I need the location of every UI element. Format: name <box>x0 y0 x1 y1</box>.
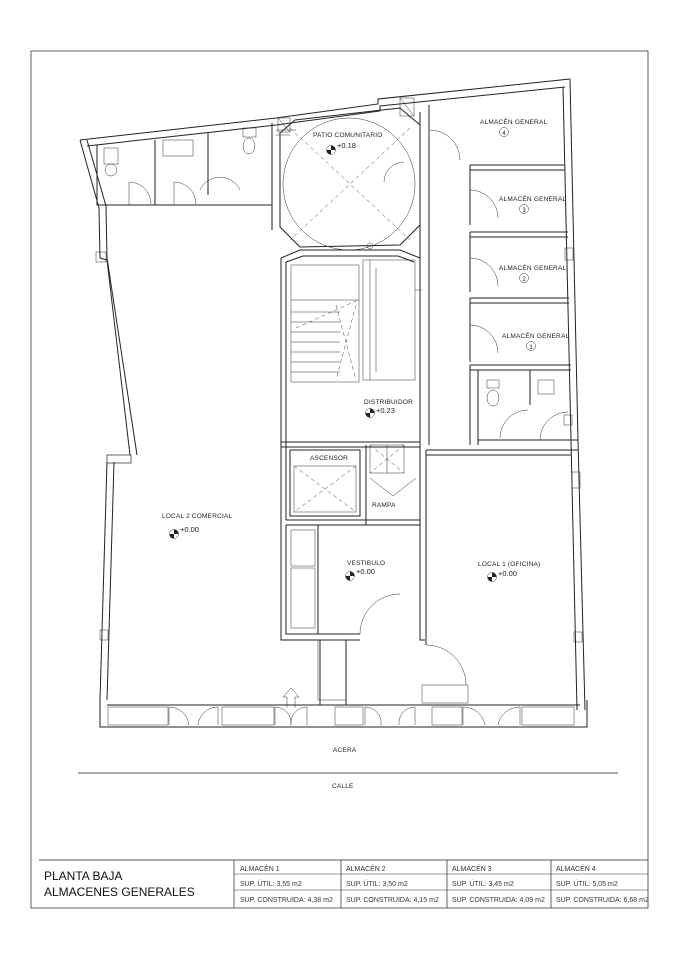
vestibulo-label: VESTIBULO <box>347 560 385 567</box>
local2-level: +0.00 <box>180 525 199 534</box>
col1-construida: SUP. CONSTRUIDA: 4,38 m2 <box>240 897 333 904</box>
almacen1-label: ALMACÉN GENERAL <box>502 331 569 340</box>
col4-util: SUP. ÚTIL: 5,05 m2 <box>556 879 618 888</box>
exterior-walls <box>79 78 588 728</box>
title-line1: PLANTA BAJA <box>44 869 122 883</box>
almacen2-number: 2 <box>522 277 526 283</box>
almacen1-number: 1 <box>529 345 533 351</box>
distribuidor-label: DISTRIBUIDOR <box>364 399 413 406</box>
rampa-label: RAMPA <box>372 502 396 509</box>
facade-openings <box>107 687 575 726</box>
level-markers <box>169 145 497 582</box>
title-line2: ALMACENES GENERALES <box>44 885 195 899</box>
stairs-distribuidor <box>280 249 422 520</box>
patio-level: +0.18 <box>337 141 356 150</box>
col2-construida: SUP. CONSTRUIDA: 4,15 m2 <box>346 897 439 904</box>
vestibulo-level: +0.00 <box>356 567 375 576</box>
almacenes <box>419 105 578 445</box>
vestibulo-walls <box>280 449 578 705</box>
local2-label: LOCAL 2 COMERCIAL <box>162 513 233 520</box>
col3-construida: SUP. CONSTRUIDA: 4,09 m2 <box>452 897 545 904</box>
distribuidor-level: +0.23 <box>376 406 395 415</box>
patio-comunitario <box>277 97 421 251</box>
col1-header: ALMACÉN 1 <box>240 864 280 873</box>
col3-header: ALMACÉN 3 <box>452 864 492 873</box>
title-block <box>39 859 648 908</box>
col4-header: ALMACÉN 4 <box>556 864 596 873</box>
almacen3-number: 3 <box>522 208 526 214</box>
ascensor-label: ASCENSOR <box>310 455 348 462</box>
col2-util: SUP. ÚTIL: 3,50 m2 <box>346 879 408 888</box>
almacen2-label: ALMACÉN GENERAL <box>499 263 566 272</box>
col1-util: SUP. ÚTIL: 3,55 m2 <box>240 879 302 888</box>
sheet-frame <box>30 50 649 909</box>
almacen4-label: ALMACÉN GENERAL <box>480 117 547 126</box>
toilets-upper-left <box>96 123 296 230</box>
col3-util: SUP. ÚTIL: 3,45 m2 <box>452 879 514 888</box>
patio-label: PATIO COMUNITARIO <box>313 132 382 139</box>
almacen3-label: ALMACÉN GENERAL <box>499 194 566 203</box>
local2-elements <box>95 247 583 643</box>
local1-label: LOCAL 1 (OFICINA) <box>478 561 540 568</box>
local1-level: +0.00 <box>498 569 517 578</box>
almacen-number-circles <box>499 127 536 351</box>
almacen4-number: 4 <box>502 131 506 137</box>
col4-construida: SUP. CONSTRUIDA: 6,68 m2 <box>556 897 649 904</box>
col2-header: ALMACÉN 2 <box>346 864 386 873</box>
calle-label: CALLE <box>332 783 354 790</box>
ascensor-rampa <box>286 444 421 526</box>
acera-label: ACERA <box>333 747 357 754</box>
